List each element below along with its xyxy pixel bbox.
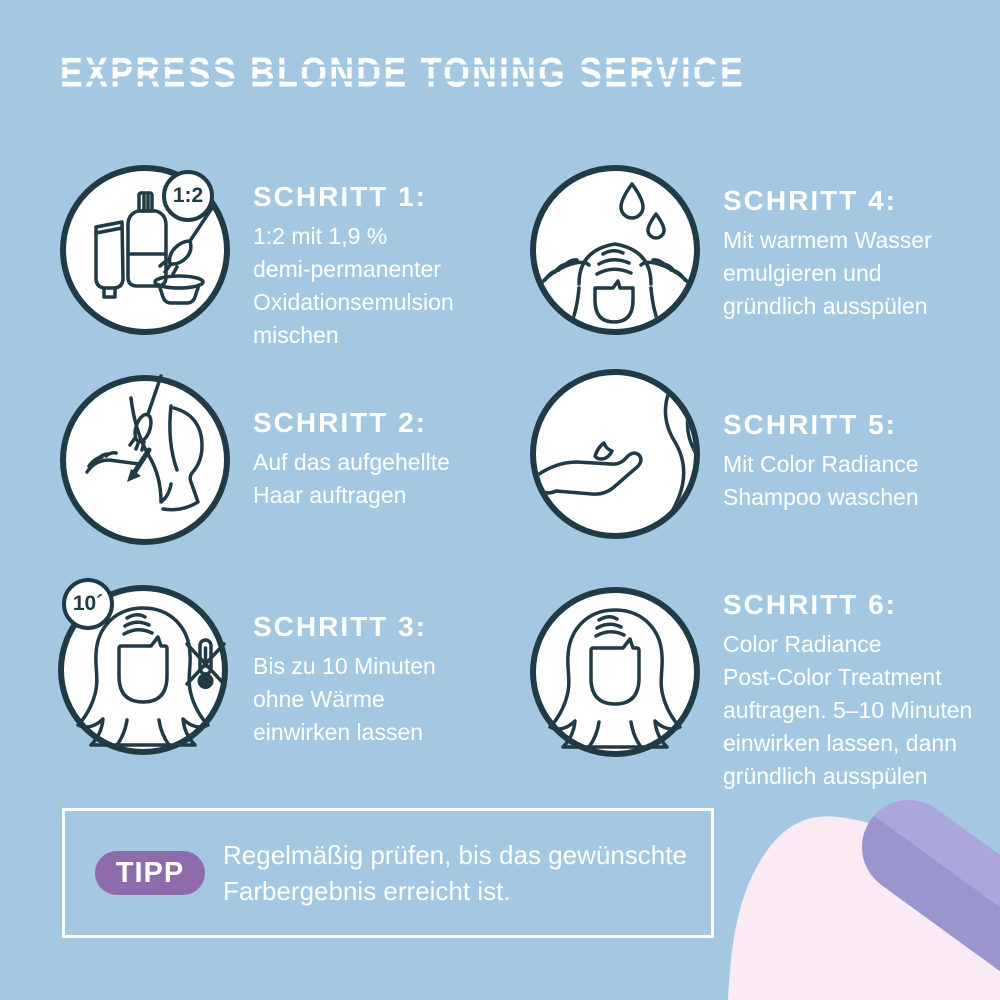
rinse-water-icon — [530, 165, 700, 335]
tip-text: Regelmäßig prüfen, bis das gewünschte Fa… — [223, 840, 687, 906]
step-2: SCHRITT 2: Auf das aufgehellte Haar auft… — [253, 407, 493, 512]
mix-ratio-badge: 1:2 — [162, 170, 214, 222]
step1-heading: SCHRITT 1: — [253, 181, 427, 212]
step-6: SCHRITT 6: Color Radiance Post-Color Tre… — [723, 589, 998, 793]
ten-minutes-badge: 10´ — [62, 578, 114, 630]
step-4: SCHRITT 4: Mit warmem Wasser emulgieren … — [723, 185, 998, 323]
step3-body: Bis zu 10 Minuten ohne Wärme einwirken l… — [253, 653, 436, 745]
step2-body: Auf das aufgehellte Haar auftragen — [253, 449, 450, 508]
step6-body: Color Radiance Post-Color Treatment auft… — [723, 631, 973, 789]
no-heat-waiting-icon — [58, 585, 228, 755]
step2-heading: SCHRITT 2: — [253, 407, 427, 438]
step5-icon-wrap — [529, 368, 701, 540]
treatment-hair-icon — [530, 587, 700, 757]
step5-heading: SCHRITT 5: — [723, 409, 897, 440]
tip-badge: TIPP — [95, 851, 205, 895]
page-title: EXPRESS BLONDE TONING SERVICE — [60, 50, 746, 97]
step4-heading: SCHRITT 4: — [723, 185, 897, 216]
step-3: SCHRITT 3: Bis zu 10 Minuten ohne Wärme … — [253, 611, 493, 749]
step6-icon-wrap — [529, 586, 701, 758]
step3-icon-wrap: 10´ — [57, 578, 229, 756]
apply-to-hair-icon — [60, 374, 230, 545]
step3-heading: SCHRITT 3: — [253, 611, 427, 642]
step2-icon-wrap — [59, 374, 231, 546]
shampoo-hand-icon — [530, 369, 700, 539]
step4-body: Mit warmem Wasser emulgieren und gründli… — [723, 227, 932, 319]
tip-box: TIPP Regelmäßig prüfen, bis das gewünsch… — [62, 808, 714, 938]
purple-pill-decoration — [843, 781, 1000, 1000]
step6-heading: SCHRITT 6: — [723, 589, 897, 620]
step1-icon-wrap: 1:2 — [59, 164, 231, 336]
step5-body: Mit Color Radiance Shampoo waschen — [723, 451, 919, 510]
step1-body: 1:2 mit 1,9 % demi-permanenter Oxidation… — [253, 223, 454, 348]
step-1: SCHRITT 1: 1:2 mit 1,9 % demi-permanente… — [253, 181, 493, 352]
step-5: SCHRITT 5: Mit Color Radiance Shampoo wa… — [723, 409, 998, 514]
step4-icon-wrap — [529, 164, 701, 336]
